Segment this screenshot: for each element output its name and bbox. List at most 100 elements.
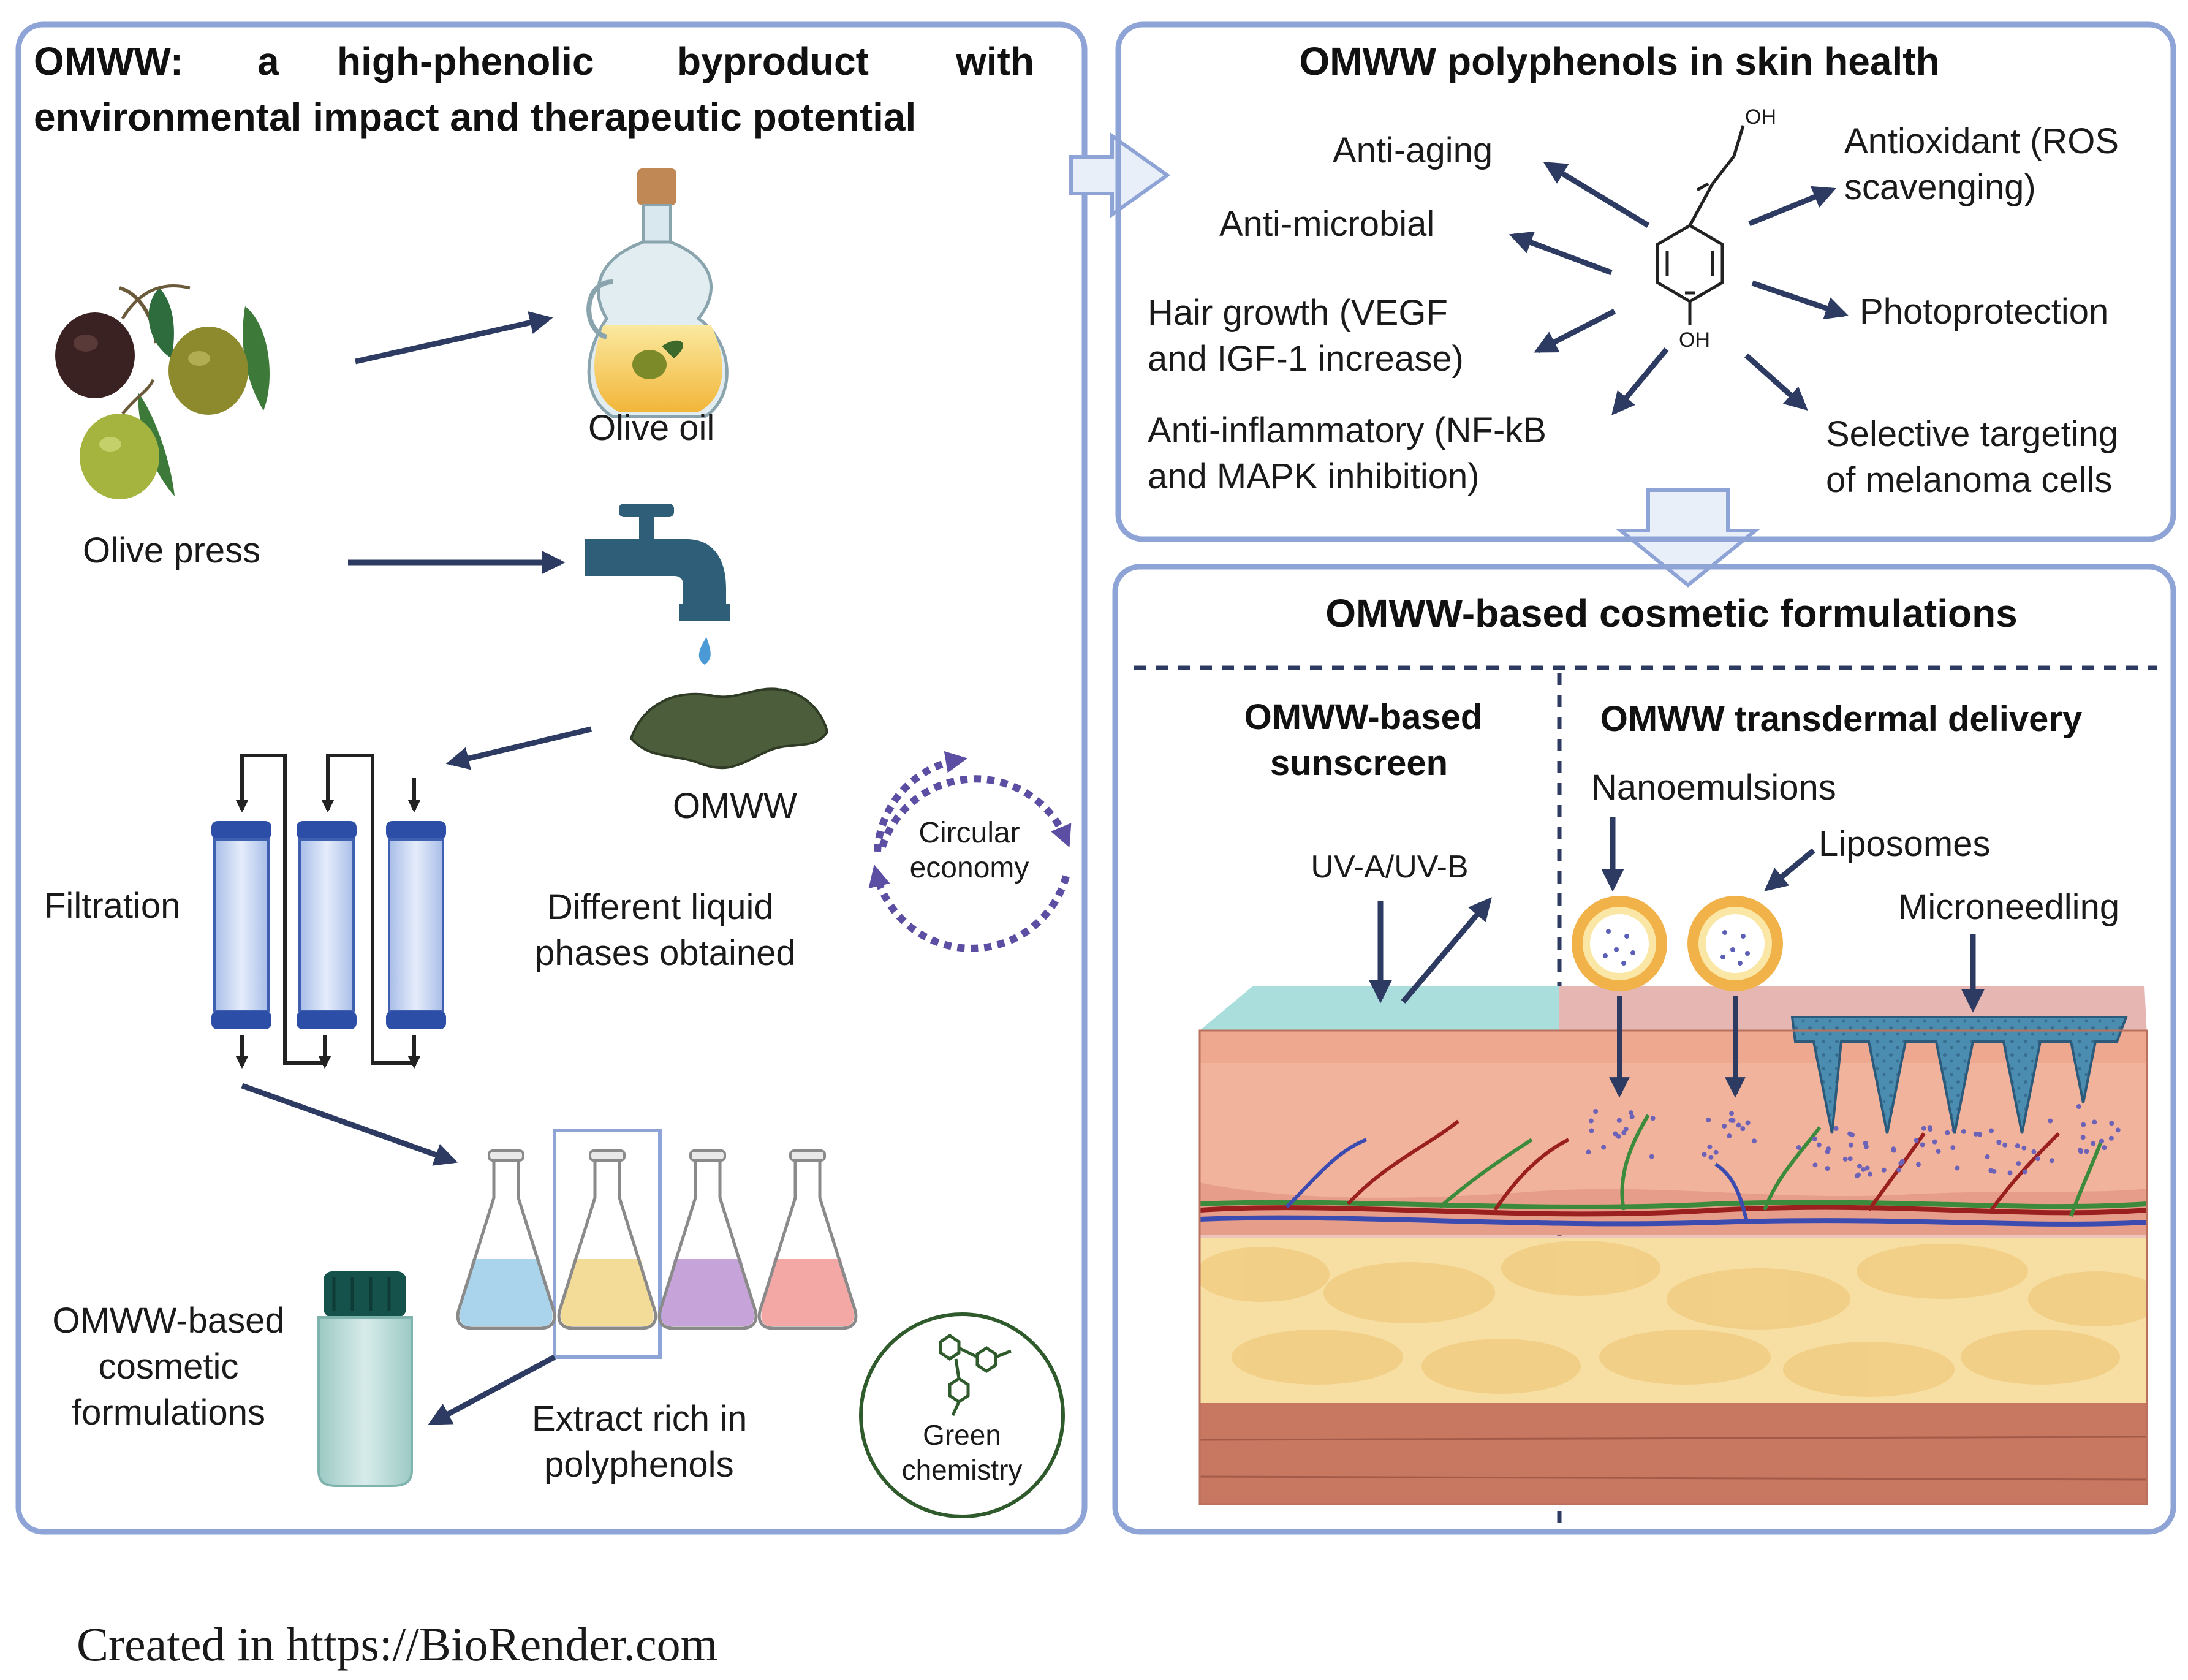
- molecule-oh-bottom: OH: [1679, 328, 1710, 352]
- arrow-uv-reflect: [1401, 897, 1492, 1004]
- green-chemistry-label-1: Green: [923, 1419, 1001, 1451]
- bottom-right-title: OMWW-based cosmetic formulations: [1325, 591, 2018, 635]
- diffusing-particle: [1816, 1142, 1822, 1148]
- diffusing-particle: [1927, 1125, 1932, 1130]
- diffusing-particle: [1589, 1128, 1594, 1133]
- diffusing-particle: [1745, 1120, 1751, 1126]
- diffusing-particle: [2002, 1142, 2008, 1148]
- flask-1: [456, 1149, 556, 1330]
- filtration-columns-icon: [211, 754, 446, 1069]
- green-chemistry-icon: [859, 1312, 1065, 1518]
- diffusing-particle: [1985, 1154, 1990, 1160]
- selected-flask-box: [553, 1129, 662, 1359]
- top-right-title: OMWW polyphenols in skin health: [1299, 39, 1939, 83]
- skin-border: [1198, 1029, 2148, 1505]
- arrow-to-hair-growth: [1534, 308, 1616, 354]
- arrow-press-to-oil: [355, 311, 553, 365]
- left-title-line-2: environmental impact and therapeutic pot…: [34, 95, 916, 139]
- water-tap-icon: [585, 504, 730, 665]
- microneedling-label: Microneedling: [1898, 887, 2119, 927]
- polyphenol-molecule-icon: [1656, 125, 1745, 325]
- diffusing-particle: [1621, 1130, 1627, 1135]
- diffusing-particle: [1973, 1131, 1978, 1137]
- diffusing-particle: [1616, 1133, 1621, 1139]
- diffusing-particle: [1826, 1146, 1831, 1152]
- formulations-label-3: formulations: [72, 1393, 265, 1432]
- flask-3: [657, 1149, 758, 1330]
- diffusing-particle: [1950, 1145, 1956, 1151]
- diffusing-particle: [2081, 1122, 2086, 1127]
- diffusing-particle: [1730, 1118, 1736, 1123]
- formulations-label-1: OMWW-based: [52, 1301, 284, 1341]
- extract-label-2: polyphenols: [544, 1445, 734, 1485]
- diffusing-particle: [1945, 1130, 1950, 1135]
- diffusing-particle: [2115, 1127, 2121, 1133]
- diffusing-particle: [1588, 1118, 1594, 1124]
- arrow-liposomes-in: [1764, 848, 1815, 891]
- sunscreen-label-1: OMWW-based: [1244, 697, 1483, 737]
- bottom-right-panel: OMWW-based cosmetic formulations OMWW-ba…: [1112, 564, 2176, 1535]
- diffusing-particle: [2102, 1145, 2107, 1151]
- diffusing-particle: [2108, 1135, 2114, 1141]
- diffusing-particle: [2076, 1104, 2081, 1110]
- diffusing-particle: [2031, 1149, 2037, 1154]
- circular-economy-label-1: Circular: [918, 817, 1020, 849]
- melanoma-label-1: Selective targeting: [1826, 414, 2118, 454]
- flask-2: [557, 1149, 657, 1330]
- arrow-to-anti-microbial: [1509, 231, 1613, 276]
- top-right-panel: OMWW polyphenols in skin health OH OH An…: [1115, 21, 2176, 542]
- omww-sludge-icon: [629, 687, 829, 770]
- left-title-word-1: OMWW:: [34, 39, 183, 83]
- arrow-to-anti-aging: [1543, 162, 1650, 228]
- olives-icon: [55, 284, 270, 499]
- uv-label: UV-A/UV-B: [1311, 849, 1468, 885]
- left-title-word-4: byproduct: [677, 39, 869, 83]
- diffusing-particle: [2099, 1138, 2105, 1144]
- diffusing-particle: [1920, 1142, 1925, 1148]
- diffusing-particle: [2021, 1145, 2027, 1151]
- diffusing-particle: [1623, 1126, 1629, 1132]
- diffusing-particle: [2016, 1161, 2021, 1167]
- diffusing-particle: [1736, 1122, 1741, 1128]
- melanoma-label-2: of melanoma cells: [1826, 460, 2112, 500]
- diffusing-particle: [1593, 1109, 1599, 1114]
- anti-microbial-label: Anti-microbial: [1219, 204, 1434, 244]
- extract-label-1: Extract rich in: [532, 1399, 747, 1439]
- diffusing-particle: [1796, 1145, 1801, 1150]
- arrow-to-melanoma: [1744, 353, 1808, 411]
- diffusing-particle: [1825, 1166, 1830, 1171]
- diffusing-particle: [1961, 1129, 1966, 1134]
- diffusing-particle: [1891, 1148, 1896, 1153]
- diffusing-particle: [2015, 1143, 2020, 1149]
- diffusing-particle: [2091, 1141, 2096, 1146]
- diffusing-particle: [1849, 1132, 1855, 1138]
- diffusing-particle: [1729, 1111, 1735, 1116]
- arrow-extract-to-bottle: [428, 1355, 556, 1425]
- diffusing-particle: [1991, 1168, 1997, 1174]
- diffusing-particle: [1861, 1167, 1866, 1172]
- diffusing-particle: [1713, 1149, 1719, 1155]
- arrow-to-anti-inflammatory: [1611, 347, 1669, 415]
- diffusing-particle: [1613, 1131, 1618, 1137]
- diffusing-particle: [1706, 1117, 1711, 1122]
- liquid-phases-label-2: phases obtained: [535, 933, 796, 973]
- diffusing-particle: [1914, 1138, 1919, 1143]
- circular-economy-label-2: economy: [910, 852, 1029, 884]
- filtration-label: Filtration: [44, 886, 180, 926]
- diffusing-particle: [1896, 1167, 1902, 1173]
- diffusing-particle: [2080, 1135, 2086, 1140]
- diffusing-particle: [1629, 1114, 1635, 1119]
- diffusing-particle: [1601, 1145, 1607, 1150]
- diffusing-particle: [2022, 1169, 2027, 1175]
- diffusing-particle: [1932, 1139, 1937, 1145]
- diffusing-particle: [1722, 1124, 1727, 1129]
- liposome-icon: [1687, 896, 1783, 991]
- diffusing-particle: [1650, 1116, 1656, 1121]
- sunscreen-label-2: sunscreen: [1270, 743, 1448, 783]
- nanoemulsion-vesicle-icon: [1572, 896, 1667, 991]
- diffusing-particle: [1916, 1162, 1921, 1167]
- top-right-panel-border: [1115, 21, 2176, 542]
- diffusing-particle: [1854, 1173, 1860, 1179]
- anti-aging-label: Anti-aging: [1333, 131, 1493, 170]
